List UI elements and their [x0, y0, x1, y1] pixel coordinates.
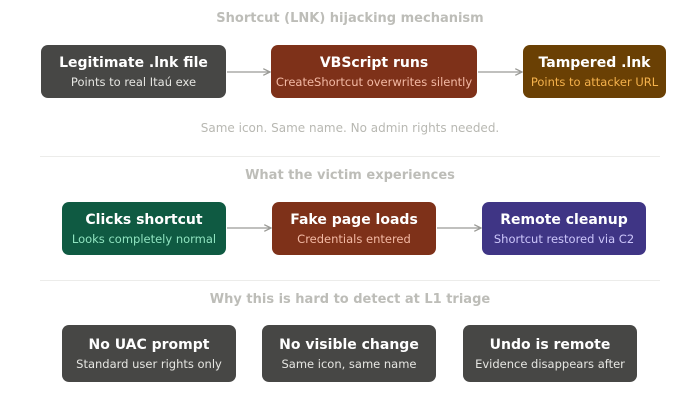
box-subtitle: Points to attacker URL	[530, 74, 659, 89]
tampered-lnk-box: Tampered .lnk Points to attacker URL	[523, 45, 666, 98]
legitimate-lnk-box: Legitimate .lnk file Points to real Itaú…	[41, 45, 226, 98]
box-title: VBScript runs	[319, 54, 429, 71]
box-subtitle: Standard user rights only	[76, 356, 222, 371]
fake-page-box: Fake page loads Credentials entered	[272, 202, 436, 255]
divider	[40, 156, 660, 157]
no-visible-change-box: No visible change Same icon, same name	[262, 325, 436, 382]
box-title: No visible change	[279, 336, 419, 353]
remote-cleanup-box: Remote cleanup Shortcut restored via C2	[482, 202, 646, 255]
box-title: Tampered .lnk	[538, 54, 651, 71]
undo-remote-box: Undo is remote Evidence disappears after	[463, 325, 637, 382]
box-title: Clicks shortcut	[85, 211, 203, 228]
box-title: Remote cleanup	[500, 211, 628, 228]
box-subtitle: Evidence disappears after	[475, 356, 625, 371]
no-uac-box: No UAC prompt Standard user rights only	[62, 325, 236, 382]
box-title: Undo is remote	[489, 336, 611, 353]
box-subtitle: Looks completely normal	[71, 231, 217, 246]
vbscript-box: VBScript runs CreateShortcut overwrites …	[271, 45, 477, 98]
box-subtitle: Points to real Itaú exe	[70, 74, 197, 89]
clicks-shortcut-box: Clicks shortcut Looks completely normal	[62, 202, 226, 255]
box-subtitle: CreateShortcut overwrites silently	[275, 74, 473, 89]
box-title: Legitimate .lnk file	[59, 54, 208, 71]
box-subtitle: Shortcut restored via C2	[493, 231, 635, 246]
section1-title: Shortcut (LNK) hijacking mechanism	[216, 11, 484, 26]
box-subtitle: Credentials entered	[297, 231, 411, 246]
section3-title: Why this is hard to detect at L1 triage	[209, 292, 491, 307]
box-title: No UAC prompt	[88, 336, 210, 353]
divider	[40, 280, 660, 281]
section2-title: What the victim experiences	[245, 168, 455, 183]
box-subtitle: Same icon, same name	[281, 356, 417, 371]
box-title: Fake page loads	[290, 211, 418, 228]
section1-caption: Same icon. Same name. No admin rights ne…	[200, 121, 500, 135]
